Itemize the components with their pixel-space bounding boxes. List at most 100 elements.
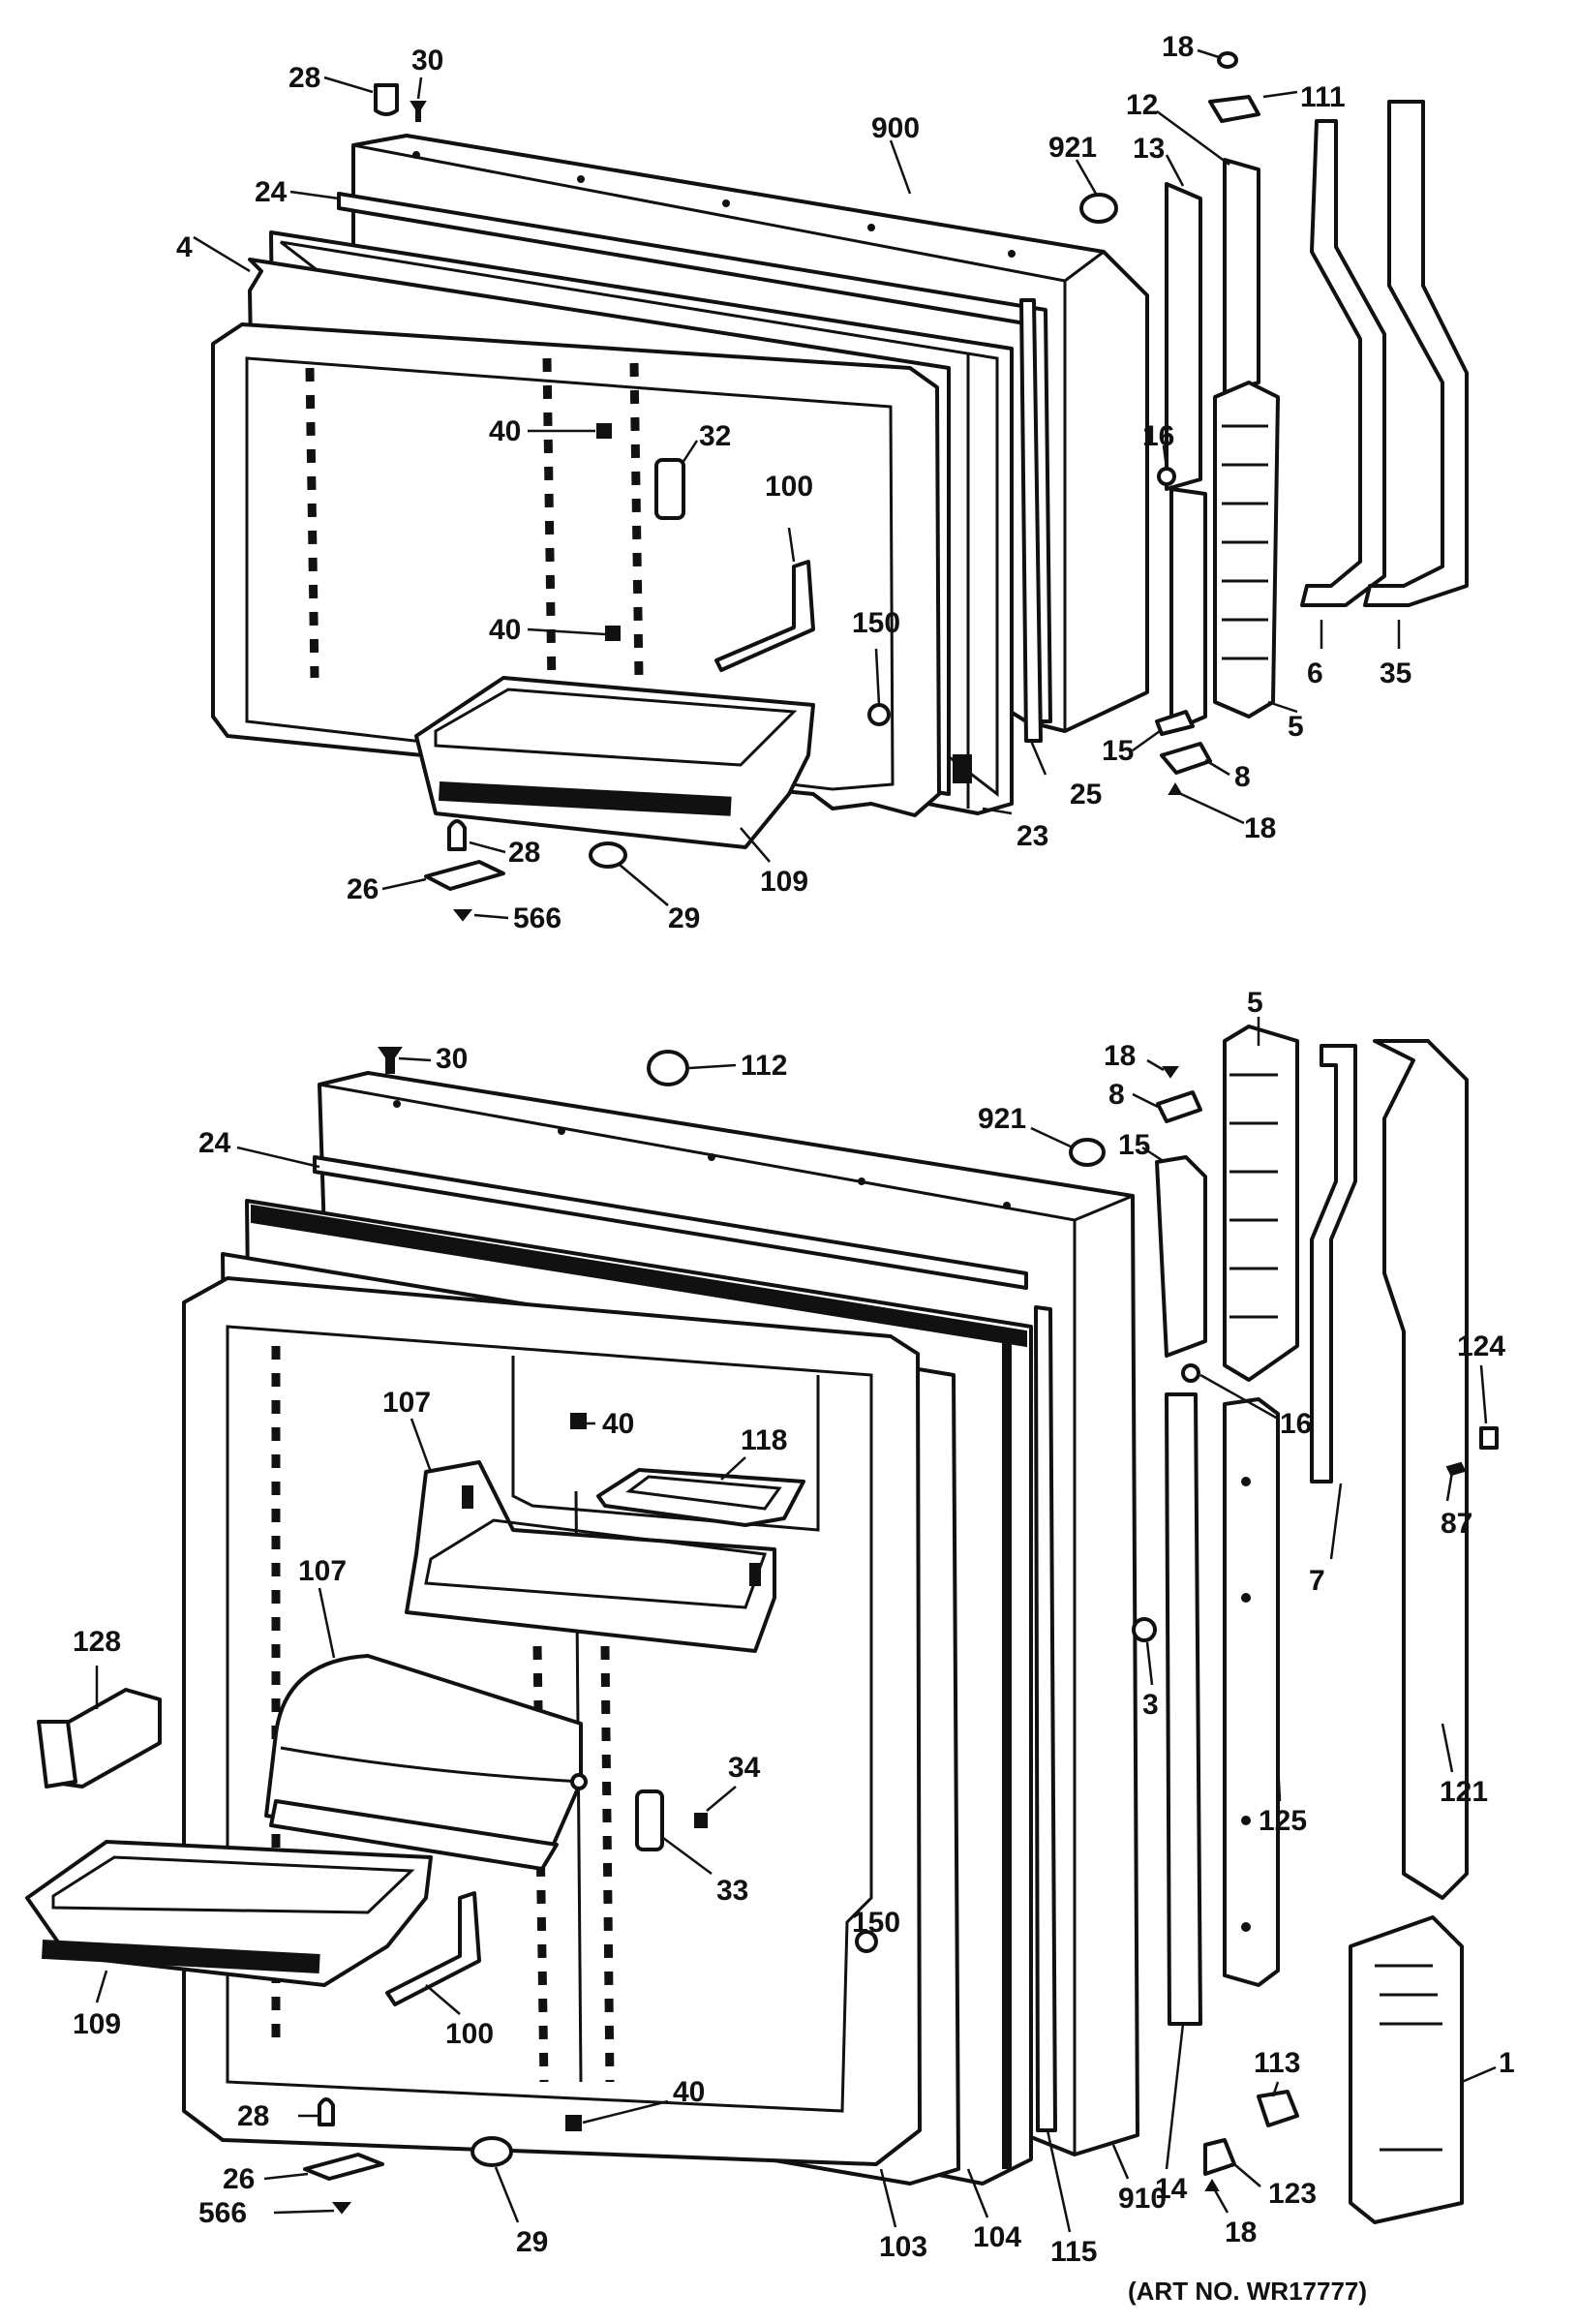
label-113: 113 [1254, 2047, 1300, 2079]
label-24: 24 [198, 1127, 231, 1159]
upper-leader-lines [193, 48, 1401, 920]
crisper-basket-109 [25, 1840, 433, 1987]
label-40: 40 [673, 2076, 705, 2108]
handle-cover-12 [1223, 158, 1260, 394]
clip-40-lower-top [570, 1413, 587, 1429]
seal-strip-25 [1019, 298, 1043, 743]
label-6: 6 [1307, 657, 1323, 689]
door-shelf-107-upper [405, 1460, 776, 1653]
label-109: 109 [760, 866, 808, 898]
clip-40-lower-bottom [565, 2115, 582, 2131]
use-care-manual-1 [1349, 1915, 1464, 2224]
cap-921-top [1079, 193, 1118, 224]
shelf-bracket-100 [714, 560, 815, 672]
label-121: 121 [1440, 1776, 1488, 1808]
label-18: 18 [1244, 812, 1276, 844]
clip-34 [694, 1813, 708, 1828]
label-900: 900 [871, 112, 920, 144]
seal-strip-115 [1034, 1305, 1057, 2132]
label-3: 3 [1142, 1689, 1159, 1721]
hinge-111 [1208, 95, 1260, 123]
label-8: 8 [1234, 761, 1251, 793]
label-123: 123 [1268, 2178, 1317, 2210]
art-number: (ART NO. WR17777) [1128, 2277, 1367, 2306]
screw-30-top [410, 101, 427, 122]
label-35: 35 [1380, 657, 1411, 689]
pin-28-upper [447, 819, 467, 851]
dairy-cover-107-lower [264, 1654, 588, 1871]
screw-566-upper [452, 909, 473, 922]
label-921: 921 [1048, 132, 1097, 164]
label-8: 8 [1108, 1079, 1125, 1111]
hinge-8-lower [1156, 1090, 1202, 1123]
label-921: 921 [978, 1103, 1026, 1135]
hinge-plate-26-lower [303, 2153, 384, 2181]
label-18: 18 [1225, 2217, 1257, 2248]
label-29: 29 [516, 2226, 548, 2258]
label-40: 40 [489, 614, 521, 646]
label-128: 128 [73, 1626, 121, 1658]
label-111: 111 [1300, 81, 1346, 113]
screw-16 [1157, 467, 1176, 486]
screw-566-lower [331, 2202, 352, 2215]
rail-slide-33 [635, 1789, 664, 1851]
bracket-15 [1155, 710, 1195, 736]
label-100: 100 [445, 2018, 494, 2050]
label-23: 23 [1017, 820, 1048, 852]
bracket-123 [1203, 2138, 1236, 2176]
upper-door-assembly: 28 30 24 4 900 921 18 12 111 13 40 32 10… [176, 31, 1469, 934]
label-12: 12 [1126, 89, 1158, 121]
handle-35 [1363, 100, 1469, 607]
label-566: 566 [513, 902, 561, 934]
trim-14 [1165, 1392, 1202, 2026]
clip-40b [605, 626, 621, 641]
screw-18-lower-top [1162, 1066, 1179, 1079]
lower-leader-lines [95, 1017, 1497, 2233]
label-26: 26 [223, 2163, 255, 2195]
door-stop-150 [867, 703, 891, 726]
nut-18-bottom [1168, 782, 1183, 795]
label-7: 7 [1309, 1565, 1325, 1597]
screw-18-lower-bottom [1204, 2179, 1220, 2191]
vent-grille-5 [1213, 381, 1280, 719]
label-18: 18 [1104, 1040, 1136, 1072]
label-40: 40 [489, 415, 521, 447]
label-32: 32 [699, 420, 731, 452]
butter-door-128 [37, 1688, 162, 1789]
label-107: 107 [298, 1555, 347, 1587]
label-150: 150 [852, 607, 900, 639]
pin-3 [1132, 1617, 1157, 1642]
label-33: 33 [716, 1875, 748, 1907]
rail-slide-32 [654, 458, 685, 520]
label-910: 910 [1118, 2183, 1167, 2215]
tray-118 [596, 1468, 805, 1527]
label-5: 5 [1288, 711, 1304, 743]
freezer-basket-109 [414, 676, 815, 849]
label-24: 24 [255, 176, 288, 208]
shelf-bracket-100-lower [385, 1891, 481, 2006]
label-14: 14 [1155, 2173, 1188, 2205]
label-30: 30 [411, 45, 443, 76]
cap-921-lower [1069, 1138, 1106, 1167]
label-109: 109 [73, 2008, 121, 2040]
block-113 [1257, 2090, 1299, 2127]
vent-grille-5-lower [1223, 1024, 1299, 1382]
label-29: 29 [668, 902, 700, 934]
label-4: 4 [176, 231, 193, 263]
label-15: 15 [1102, 735, 1134, 767]
plug-28-top [374, 83, 399, 116]
label-112: 112 [741, 1050, 787, 1082]
label-87: 87 [1441, 1508, 1472, 1540]
label-28: 28 [237, 2100, 269, 2132]
label-115: 115 [1050, 2236, 1097, 2268]
handle-cover-lower [1169, 487, 1207, 733]
handle-121 [1373, 1039, 1469, 1900]
label-5: 5 [1247, 987, 1263, 1019]
handle-7 [1310, 1044, 1357, 1483]
label-1: 1 [1499, 2047, 1515, 2079]
label-25: 25 [1070, 779, 1102, 810]
label-34: 34 [728, 1752, 761, 1784]
label-15: 15 [1118, 1129, 1150, 1161]
screw-16-lower [1181, 1363, 1200, 1383]
channel-125 [1223, 1397, 1280, 1987]
